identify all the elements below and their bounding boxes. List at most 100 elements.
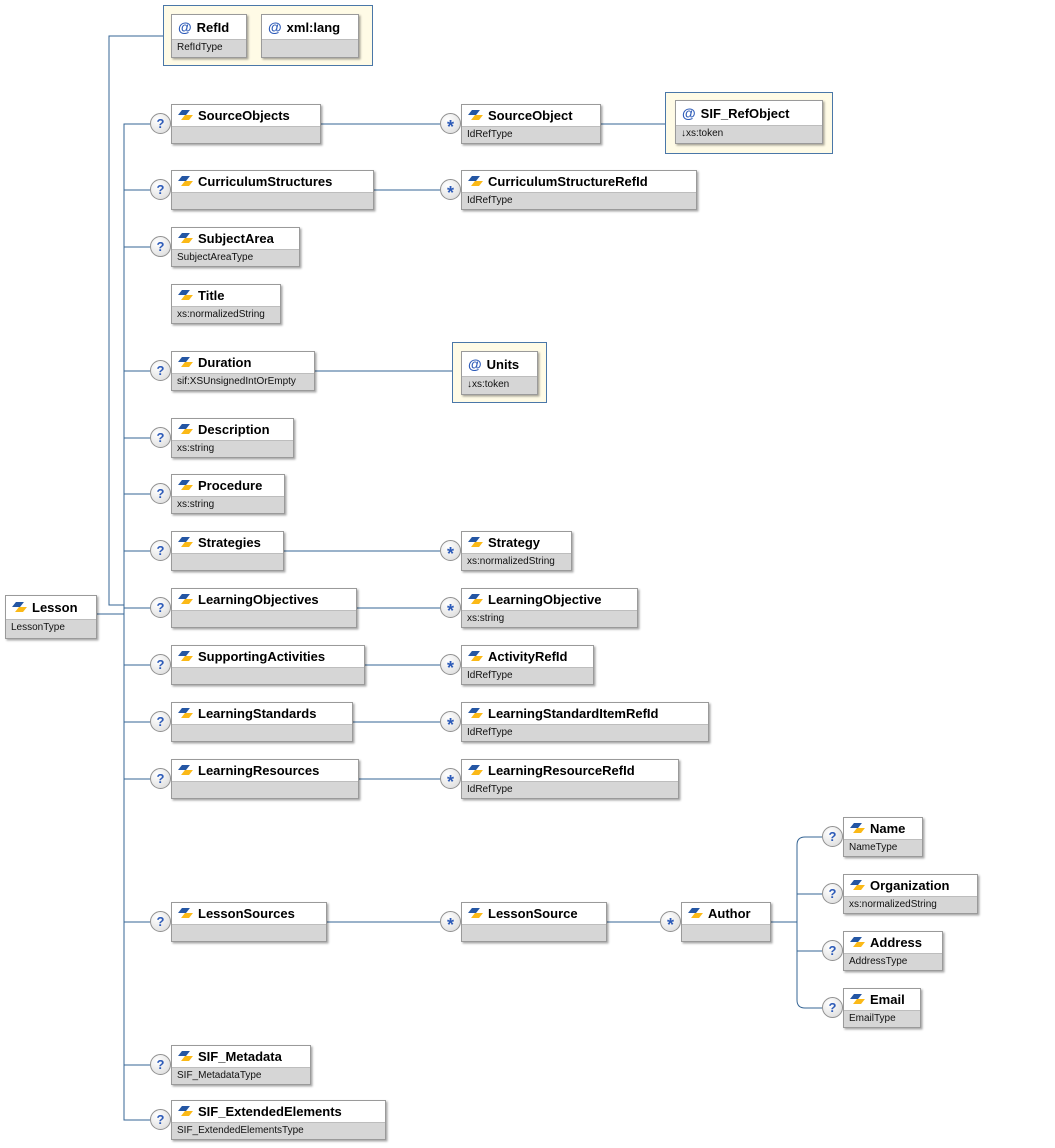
element-box-description[interactable]: Description xs:string: [171, 418, 294, 458]
attribute-name: RefId: [196, 19, 230, 35]
element-box-curriculumstructurerefid[interactable]: CurriculumStructureRefId IdRefType: [461, 170, 697, 210]
element-box-lessonsource[interactable]: LessonSource: [461, 902, 607, 942]
optional-badge-address: ?: [822, 940, 843, 961]
element-box-strategies[interactable]: Strategies: [171, 531, 284, 571]
element-icon: [178, 651, 193, 662]
optional-badge-learningstandards: ?: [150, 711, 171, 732]
element-box-lessonsources[interactable]: LessonSources: [171, 902, 327, 942]
element-box-address[interactable]: Address AddressType: [843, 931, 943, 971]
repeat-badge-author: *: [660, 911, 681, 935]
optional-badge-supportingactivities: ?: [150, 654, 171, 675]
optional-badge-subjectarea: ?: [150, 236, 171, 257]
element-icon: [468, 708, 483, 719]
element-icon: [688, 908, 703, 919]
element-box-strategy[interactable]: Strategy xs:normalizedString: [461, 531, 572, 571]
element-icon: [178, 176, 193, 187]
optional-badge-learningobjectives: ?: [150, 597, 171, 618]
element-box-activityrefid[interactable]: ActivityRefId IdRefType: [461, 645, 594, 685]
element-icon: [468, 765, 483, 776]
attribute-icon: @: [682, 105, 696, 121]
element-type: LessonType: [6, 619, 96, 638]
element-icon: [178, 233, 193, 244]
element-box-procedure[interactable]: Procedure xs:string: [171, 474, 285, 514]
element-box-sif-metadata[interactable]: SIF_Metadata SIF_MetadataType: [171, 1045, 311, 1085]
element-icon: [468, 594, 483, 605]
element-box-lesson[interactable]: Lesson LessonType: [5, 595, 97, 639]
element-icon: [12, 602, 27, 613]
element-icon: [178, 290, 193, 301]
element-icon: [178, 1051, 193, 1062]
element-box-organization[interactable]: Organization xs:normalizedString: [843, 874, 978, 914]
element-box-subjectarea[interactable]: SubjectArea SubjectAreaType: [171, 227, 300, 267]
attribute-box-sif-refobject[interactable]: @SIF_RefObject ↓xs:token: [675, 100, 823, 144]
attribute-name: xml:lang: [286, 19, 341, 35]
optional-badge-lessonsources: ?: [150, 911, 171, 932]
element-box-learningstandarditemrefid[interactable]: LearningStandardItemRefId IdRefType: [461, 702, 709, 742]
element-icon: [468, 537, 483, 548]
optional-badge-duration: ?: [150, 360, 171, 381]
attribute-type: RefIdType: [172, 39, 246, 57]
element-icon: [468, 908, 483, 919]
element-icon: [178, 1106, 193, 1117]
element-box-curriculumstructures[interactable]: CurriculumStructures: [171, 170, 374, 210]
optional-badge-description: ?: [150, 427, 171, 448]
element-icon: [850, 823, 865, 834]
optional-badge-curriculumstructures: ?: [150, 179, 171, 200]
attribute-icon: @: [178, 19, 192, 35]
element-box-supportingactivities[interactable]: SupportingActivities: [171, 645, 365, 685]
element-icon: [178, 480, 193, 491]
repeat-badge-lessonsource: *: [440, 911, 461, 935]
attribute-box-refid[interactable]: @RefId RefIdType: [171, 14, 247, 58]
optional-badge-email: ?: [822, 997, 843, 1018]
element-box-name[interactable]: Name NameType: [843, 817, 923, 857]
repeat-badge-curriculumstructurerefid: *: [440, 179, 461, 203]
element-box-learningobjective[interactable]: LearningObjective xs:string: [461, 588, 638, 628]
optional-badge-organization: ?: [822, 883, 843, 904]
element-box-sif-extendedelements[interactable]: SIF_ExtendedElements SIF_ExtendedElement…: [171, 1100, 386, 1140]
repeat-badge-activityrefid: *: [440, 654, 461, 678]
element-box-learningresourcerefid[interactable]: LearningResourceRefId IdRefType: [461, 759, 679, 799]
element-icon: [850, 880, 865, 891]
element-box-email[interactable]: Email EmailType: [843, 988, 921, 1028]
optional-badge-learningresources: ?: [150, 768, 171, 789]
optional-badge-name: ?: [822, 826, 843, 847]
optional-badge-sif-metadata: ?: [150, 1054, 171, 1075]
attribute-icon: @: [268, 19, 282, 35]
attribute-group-lesson: @RefId RefIdType @xml:lang: [163, 5, 373, 66]
element-icon: [178, 357, 193, 368]
element-icon: [850, 937, 865, 948]
element-box-learningresources[interactable]: LearningResources: [171, 759, 359, 799]
optional-badge-sif-extendedelements: ?: [150, 1109, 171, 1130]
element-icon: [178, 537, 193, 548]
element-icon: [178, 708, 193, 719]
repeat-badge-learningstandarditemrefid: *: [440, 711, 461, 735]
element-box-sourceobject[interactable]: SourceObject IdRefType: [461, 104, 601, 144]
element-icon: [468, 110, 483, 121]
attribute-box-xml-lang[interactable]: @xml:lang: [261, 14, 359, 58]
element-box-sourceobjects[interactable]: SourceObjects: [171, 104, 321, 144]
attribute-icon: @: [468, 356, 482, 372]
element-box-author[interactable]: Author: [681, 902, 771, 942]
element-box-learningobjectives[interactable]: LearningObjectives: [171, 588, 357, 628]
repeat-badge-strategy: *: [440, 540, 461, 564]
element-icon: [178, 110, 193, 121]
optional-badge-procedure: ?: [150, 483, 171, 504]
repeat-badge-sourceobject: *: [440, 113, 461, 137]
attribute-type: [262, 39, 358, 57]
element-box-duration[interactable]: Duration sif:XSUnsignedIntOrEmpty: [171, 351, 315, 391]
attribute-group-sourceobject: @SIF_RefObject ↓xs:token: [665, 92, 833, 154]
repeat-badge-learningresourcerefid: *: [440, 768, 461, 792]
attribute-group-duration: @Units ↓xs:token: [452, 342, 547, 403]
element-icon: [850, 994, 865, 1005]
repeat-badge-learningobjective: *: [440, 597, 461, 621]
element-box-title[interactable]: Title xs:normalizedString: [171, 284, 281, 324]
element-icon: [468, 651, 483, 662]
element-icon: [178, 594, 193, 605]
attribute-box-units[interactable]: @Units ↓xs:token: [461, 351, 538, 395]
element-icon: [468, 176, 483, 187]
optional-badge-sourceobjects: ?: [150, 113, 171, 134]
element-box-learningstandards[interactable]: LearningStandards: [171, 702, 353, 742]
element-icon: [178, 765, 193, 776]
